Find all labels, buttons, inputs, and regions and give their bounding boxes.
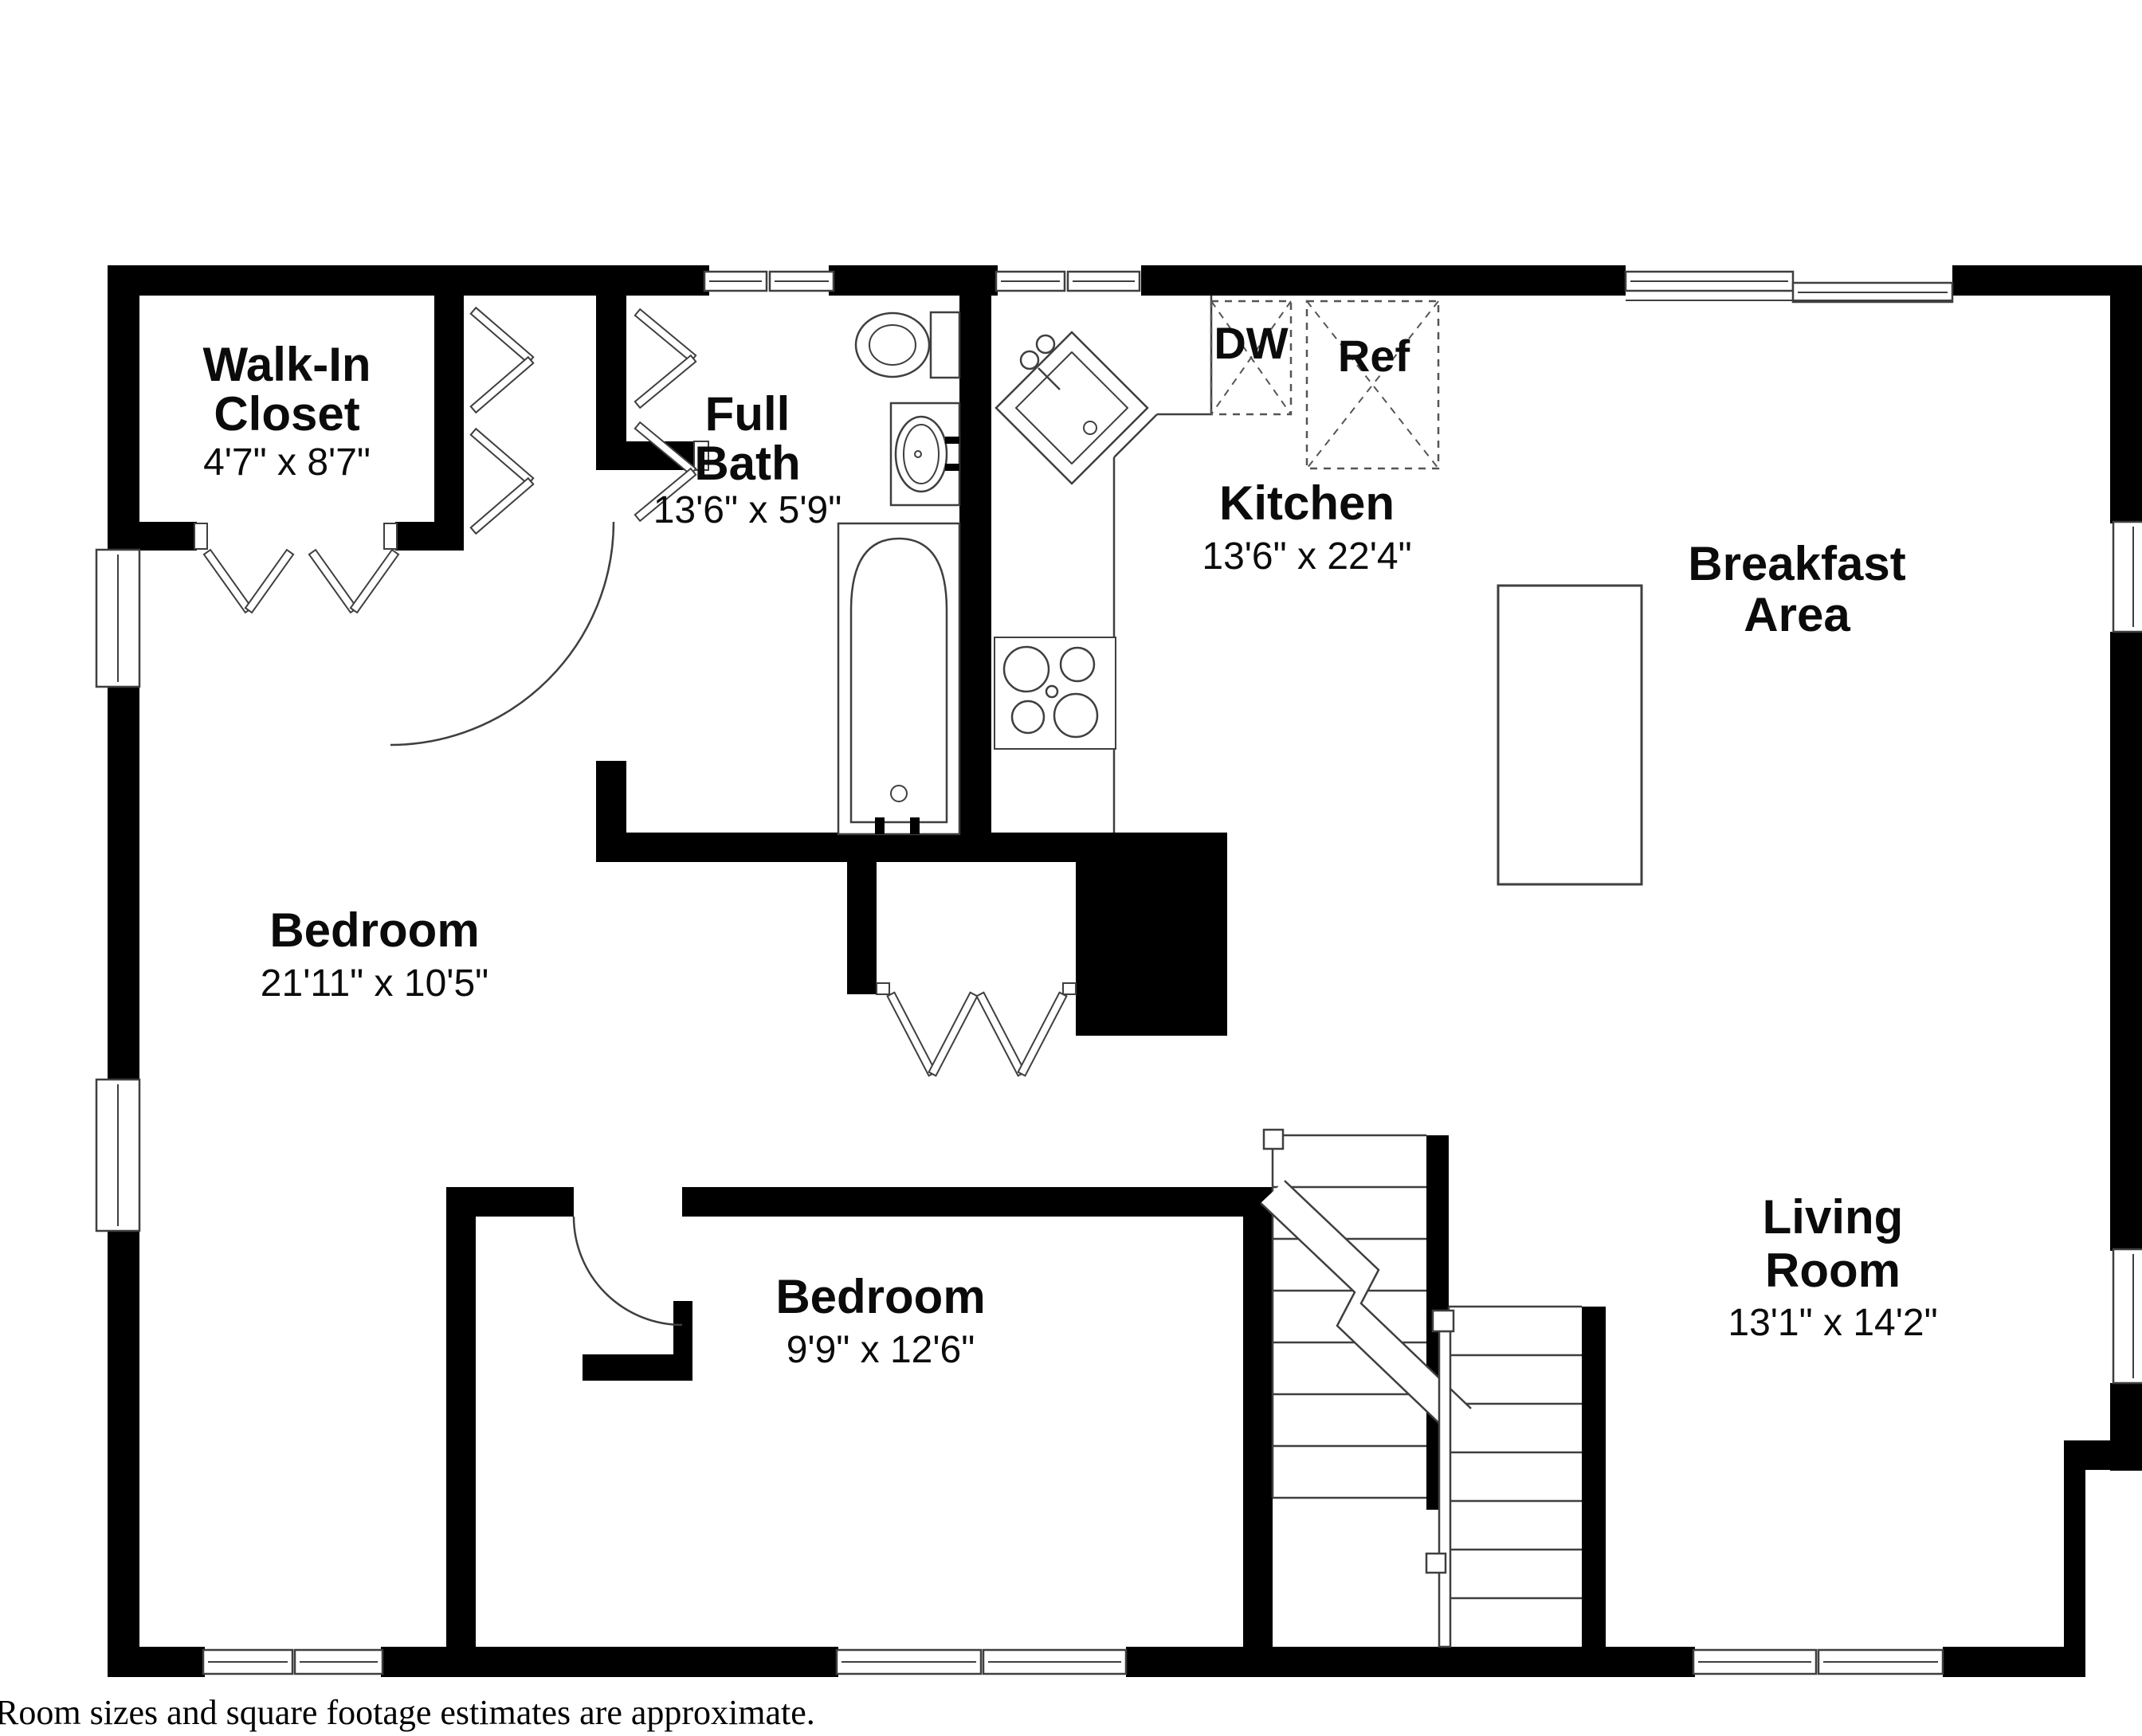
bathroom-sink bbox=[889, 402, 961, 507]
door-jamb-posts bbox=[194, 441, 1077, 995]
room-dims-walk-in-closet: 4'7" x 8'7" bbox=[203, 441, 371, 484]
bedroom1-door-arc bbox=[390, 521, 615, 747]
kitchen-sink bbox=[994, 331, 1149, 485]
room-label-kitchen-text: Kitchen bbox=[1219, 476, 1395, 530]
room-dims-full-bath: 13'6" x 5'9" bbox=[653, 489, 842, 531]
bathtub bbox=[837, 522, 961, 836]
room-label-bedroom-2-text: Bedroom bbox=[775, 1270, 985, 1323]
linen-closet-doors bbox=[634, 308, 697, 523]
room-label-kitchen: Kitchen 13'6" x 22'4" bbox=[1202, 476, 1411, 578]
room-dims-bedroom-1: 21'11" x 10'5" bbox=[261, 962, 488, 1005]
hall-closet-doors bbox=[886, 991, 1068, 1077]
walk-in-closet-doors bbox=[202, 548, 400, 614]
room-label-breakfast-area-text: Breakfast bbox=[1688, 537, 1906, 590]
refrigerator-box: Ref bbox=[1305, 300, 1440, 470]
room-label-walk-in-closet-text: Walk-In bbox=[202, 338, 371, 391]
room-label-living-room-text: Room bbox=[1765, 1244, 1901, 1297]
room-label-full-bath-text: Bath bbox=[694, 437, 800, 490]
hall-closet-chevron-doors bbox=[469, 306, 535, 535]
room-label-breakfast-area-text: Area bbox=[1744, 588, 1850, 641]
room-dims-bedroom-2: 9'9" x 12'6" bbox=[787, 1329, 975, 1371]
footer-disclaimer: Room sizes and square footage estimates … bbox=[0, 1693, 815, 1732]
dishwasher-box: DW bbox=[1210, 300, 1293, 416]
room-label-bedroom-1-text: Bedroom bbox=[269, 903, 479, 957]
staircase bbox=[1260, 1128, 1582, 1648]
room-dims-kitchen: 13'6" x 22'4" bbox=[1202, 535, 1411, 578]
kitchen-island bbox=[1497, 584, 1643, 886]
room-dims-living-room: 13'1" x 14'2" bbox=[1728, 1302, 1937, 1344]
walls bbox=[108, 265, 2142, 1677]
toilet bbox=[854, 311, 961, 379]
room-label-walk-in-closet-text: Closet bbox=[214, 387, 359, 441]
dishwasher-label: DW bbox=[1214, 318, 1288, 368]
windows bbox=[95, 270, 2142, 1675]
room-label-full-bath-text: Full bbox=[705, 387, 790, 441]
room-label-bedroom-1: Bedroom 21'11" x 10'5" bbox=[261, 903, 488, 1005]
room-label-bedroom-2: Bedroom 9'9" x 12'6" bbox=[775, 1270, 985, 1371]
room-label-living-room-text: Living bbox=[1763, 1190, 1904, 1244]
refrigerator-label: Ref bbox=[1338, 331, 1410, 381]
stove bbox=[994, 637, 1116, 750]
bedroom2-door-arc bbox=[572, 1216, 683, 1326]
